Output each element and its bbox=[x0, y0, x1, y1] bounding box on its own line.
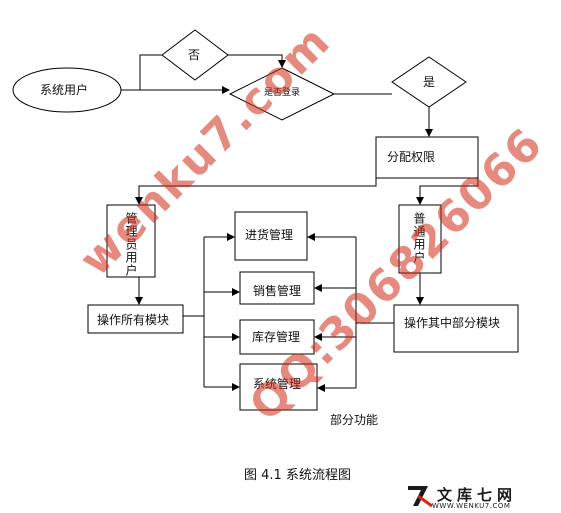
logo-chinese-text: 文库七网 bbox=[437, 486, 518, 504]
operate-partial-label: 操作其中部分模块 bbox=[404, 316, 501, 330]
admin-user-label: 管理员用户 bbox=[124, 212, 138, 277]
figure-caption: 图 4.1 系统流程图 bbox=[244, 468, 351, 483]
sales-label: 销售管理 bbox=[253, 284, 302, 298]
inventory-label: 库存管理 bbox=[252, 330, 301, 344]
no-label: 否 bbox=[188, 48, 201, 62]
login-check-diamond bbox=[228, 67, 336, 121]
system-mgmt-label: 系统管理 bbox=[253, 377, 302, 391]
normal-user-label: 普通用户 bbox=[412, 212, 426, 264]
assign-permission-label: 分配权限 bbox=[387, 150, 436, 164]
inventory-box bbox=[239, 319, 315, 355]
logo-url-text: WWW.WENKU7.COM bbox=[432, 502, 511, 510]
purchase-box bbox=[234, 211, 308, 261]
assign-permission-box bbox=[375, 136, 479, 179]
system-user-label: 系统用户 bbox=[40, 83, 89, 97]
yes-label: 是 bbox=[423, 75, 436, 89]
login-check-label: 是否登录 bbox=[264, 88, 301, 98]
normal-user-box bbox=[398, 204, 442, 274]
sales-box bbox=[239, 271, 315, 305]
admin-user-box bbox=[106, 204, 156, 278]
operate-all-box bbox=[87, 304, 184, 334]
purchase-label: 进货管理 bbox=[245, 228, 294, 242]
no-diamond bbox=[161, 29, 229, 81]
operate-all-label: 操作所有模块 bbox=[97, 313, 170, 327]
operate-partial-box bbox=[393, 304, 519, 353]
logo-seven-icon bbox=[408, 486, 433, 508]
partial-function-label: 部分功能 bbox=[330, 413, 379, 427]
